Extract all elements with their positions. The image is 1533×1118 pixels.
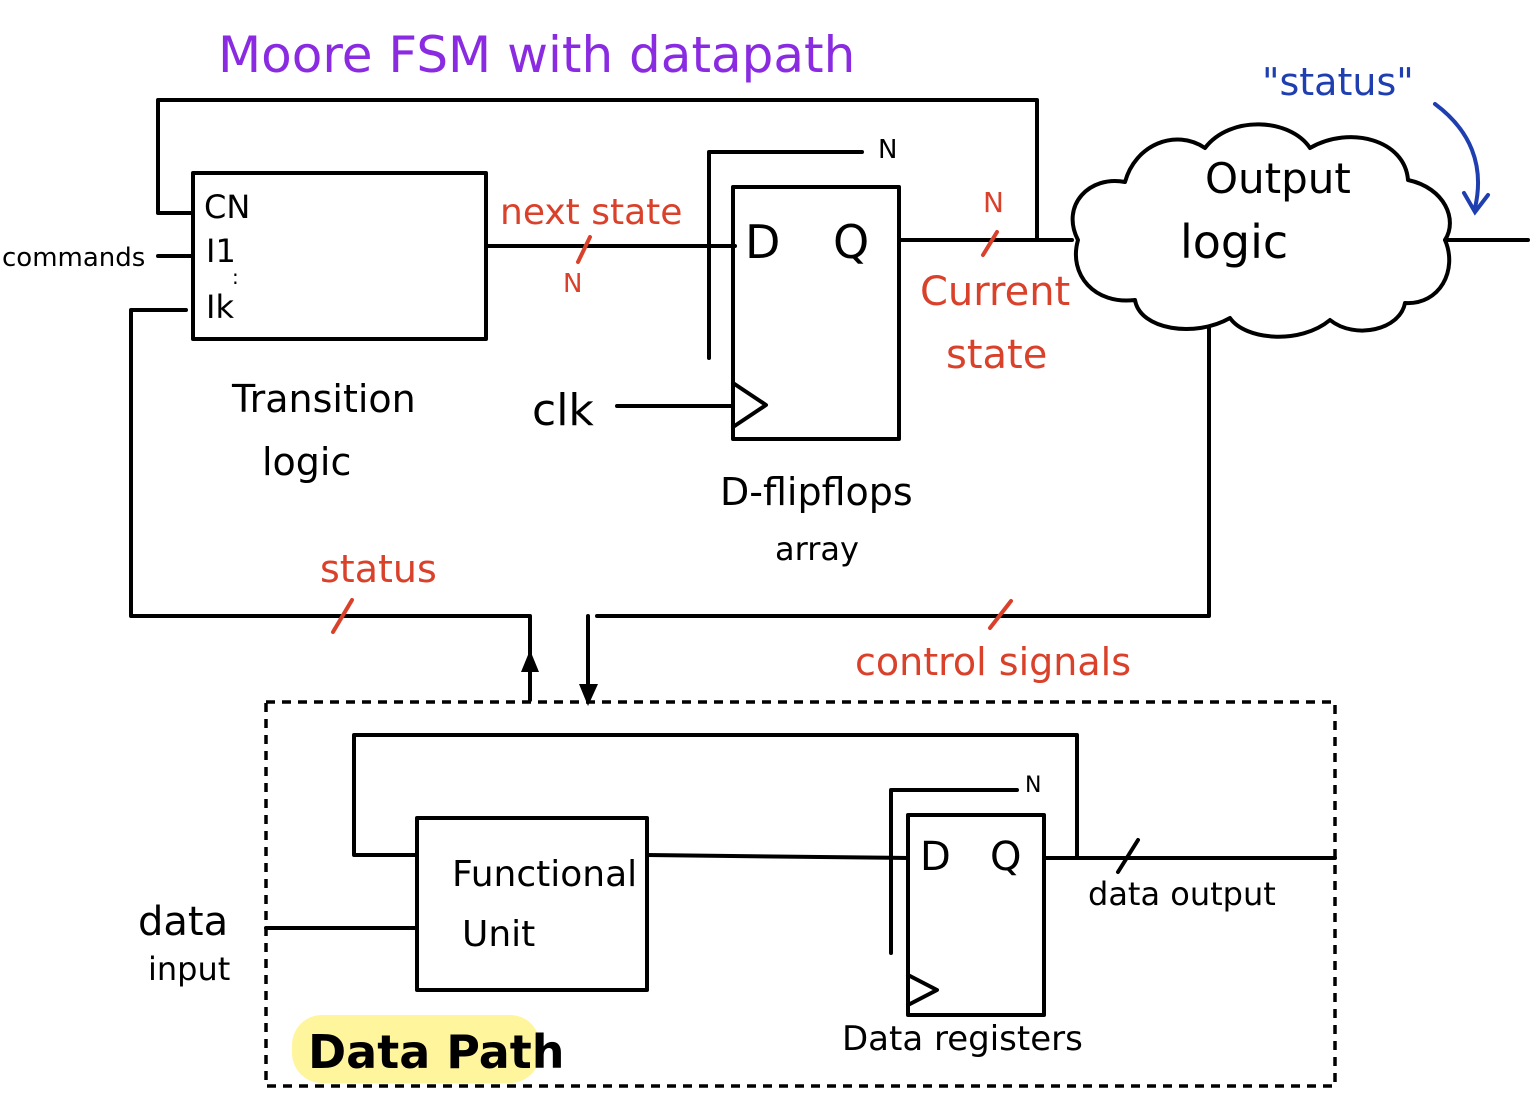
current-state-bus-tick xyxy=(981,230,999,257)
datapath-title-highlight xyxy=(292,1015,540,1083)
output-logic-label: Output xyxy=(1205,154,1351,203)
data-output-bus-tick xyxy=(1116,838,1140,874)
status-bus-tick xyxy=(331,598,354,634)
register-d-label: D xyxy=(920,834,951,880)
status-arrow-up xyxy=(521,650,539,672)
flipflop-width-label: N xyxy=(878,135,897,165)
next-state-label: next state xyxy=(500,192,682,233)
register-clock-triangle xyxy=(906,973,939,1007)
status-note-arrow xyxy=(1433,102,1480,210)
transition-logic-label: Transition xyxy=(231,377,416,421)
control-signals-arrow-down xyxy=(579,684,598,706)
functional-unit-block xyxy=(415,816,649,992)
status-wire xyxy=(129,308,532,702)
input-cn-label: CN xyxy=(204,188,250,226)
register-back-outline xyxy=(889,788,1019,955)
commands-label: commands xyxy=(2,243,145,273)
datapath-title: Data Path xyxy=(308,1025,565,1079)
flipflop-clock-triangle xyxy=(731,381,768,429)
current-state-width: N xyxy=(983,186,1004,219)
input-ik-label: Ik xyxy=(206,288,234,326)
control-signals-wire xyxy=(595,326,1211,618)
output-logic-label-2: logic xyxy=(1180,215,1288,269)
control-signals-bus-tick xyxy=(988,599,1013,630)
datapath-container xyxy=(264,700,1337,1088)
functional-to-register-wire xyxy=(645,853,910,860)
flipflop-array-label-2: array xyxy=(775,530,859,568)
diagram-title: Moore FSM with datapath xyxy=(218,26,855,84)
flipflop-q-label: Q xyxy=(833,215,869,269)
data-input-label: data xyxy=(138,899,228,945)
register-width-label: N xyxy=(1025,773,1041,798)
transition-logic-label-2: logic xyxy=(262,440,351,484)
input-i1-label: I1 xyxy=(206,232,236,270)
flipflop-back-outline xyxy=(707,150,864,360)
current-state-label-2: state xyxy=(946,332,1047,378)
status-label: status xyxy=(320,547,437,591)
clk-label: clk xyxy=(532,385,594,436)
flipflop-array-label: D-flipflops xyxy=(720,470,913,514)
flipflop-d-label: D xyxy=(745,215,780,269)
data-input-label-2: input xyxy=(148,950,230,988)
functional-unit-label-2: Unit xyxy=(462,914,535,955)
status-quote-label: "status" xyxy=(1262,60,1414,104)
functional-unit-label: Functional xyxy=(452,854,637,895)
current-state-label: Current xyxy=(920,269,1070,315)
input-dots-label: : xyxy=(232,265,239,289)
next-state-bus-tick xyxy=(576,235,592,264)
data-registers-label: Data registers xyxy=(842,1019,1083,1059)
datapath-feedback-wire xyxy=(352,733,1079,860)
control-signals-label: control signals xyxy=(855,640,1131,684)
state-feedback-wire xyxy=(156,98,1039,242)
status-note-arrowhead xyxy=(1462,191,1490,216)
data-registers-block xyxy=(906,813,1046,1017)
next-state-width: N xyxy=(563,269,582,299)
data-output-label: data output xyxy=(1088,875,1276,913)
register-q-label: Q xyxy=(990,834,1021,880)
flipflop-array-block xyxy=(731,185,901,441)
